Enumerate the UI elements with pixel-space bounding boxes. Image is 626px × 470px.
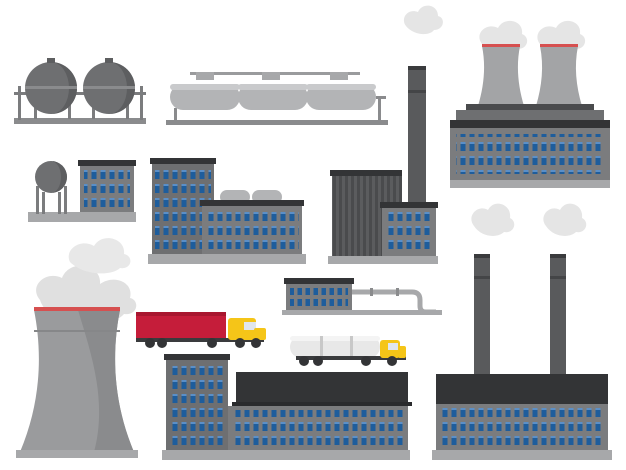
tanker-truck — [290, 336, 406, 366]
water-tower-building — [28, 160, 136, 222]
spherical-gas-tanks — [14, 58, 146, 124]
large-cooling-tower — [16, 238, 138, 458]
office-blocks — [148, 158, 306, 264]
horizontal-storage-tanks — [166, 72, 388, 125]
red-container-truck — [136, 312, 266, 348]
twin-chimney-factory — [432, 203, 612, 460]
long-factory — [162, 354, 412, 460]
chimney-factory — [328, 5, 443, 264]
pipeline-building — [282, 278, 442, 315]
power-plant-cooling-towers — [450, 20, 610, 188]
